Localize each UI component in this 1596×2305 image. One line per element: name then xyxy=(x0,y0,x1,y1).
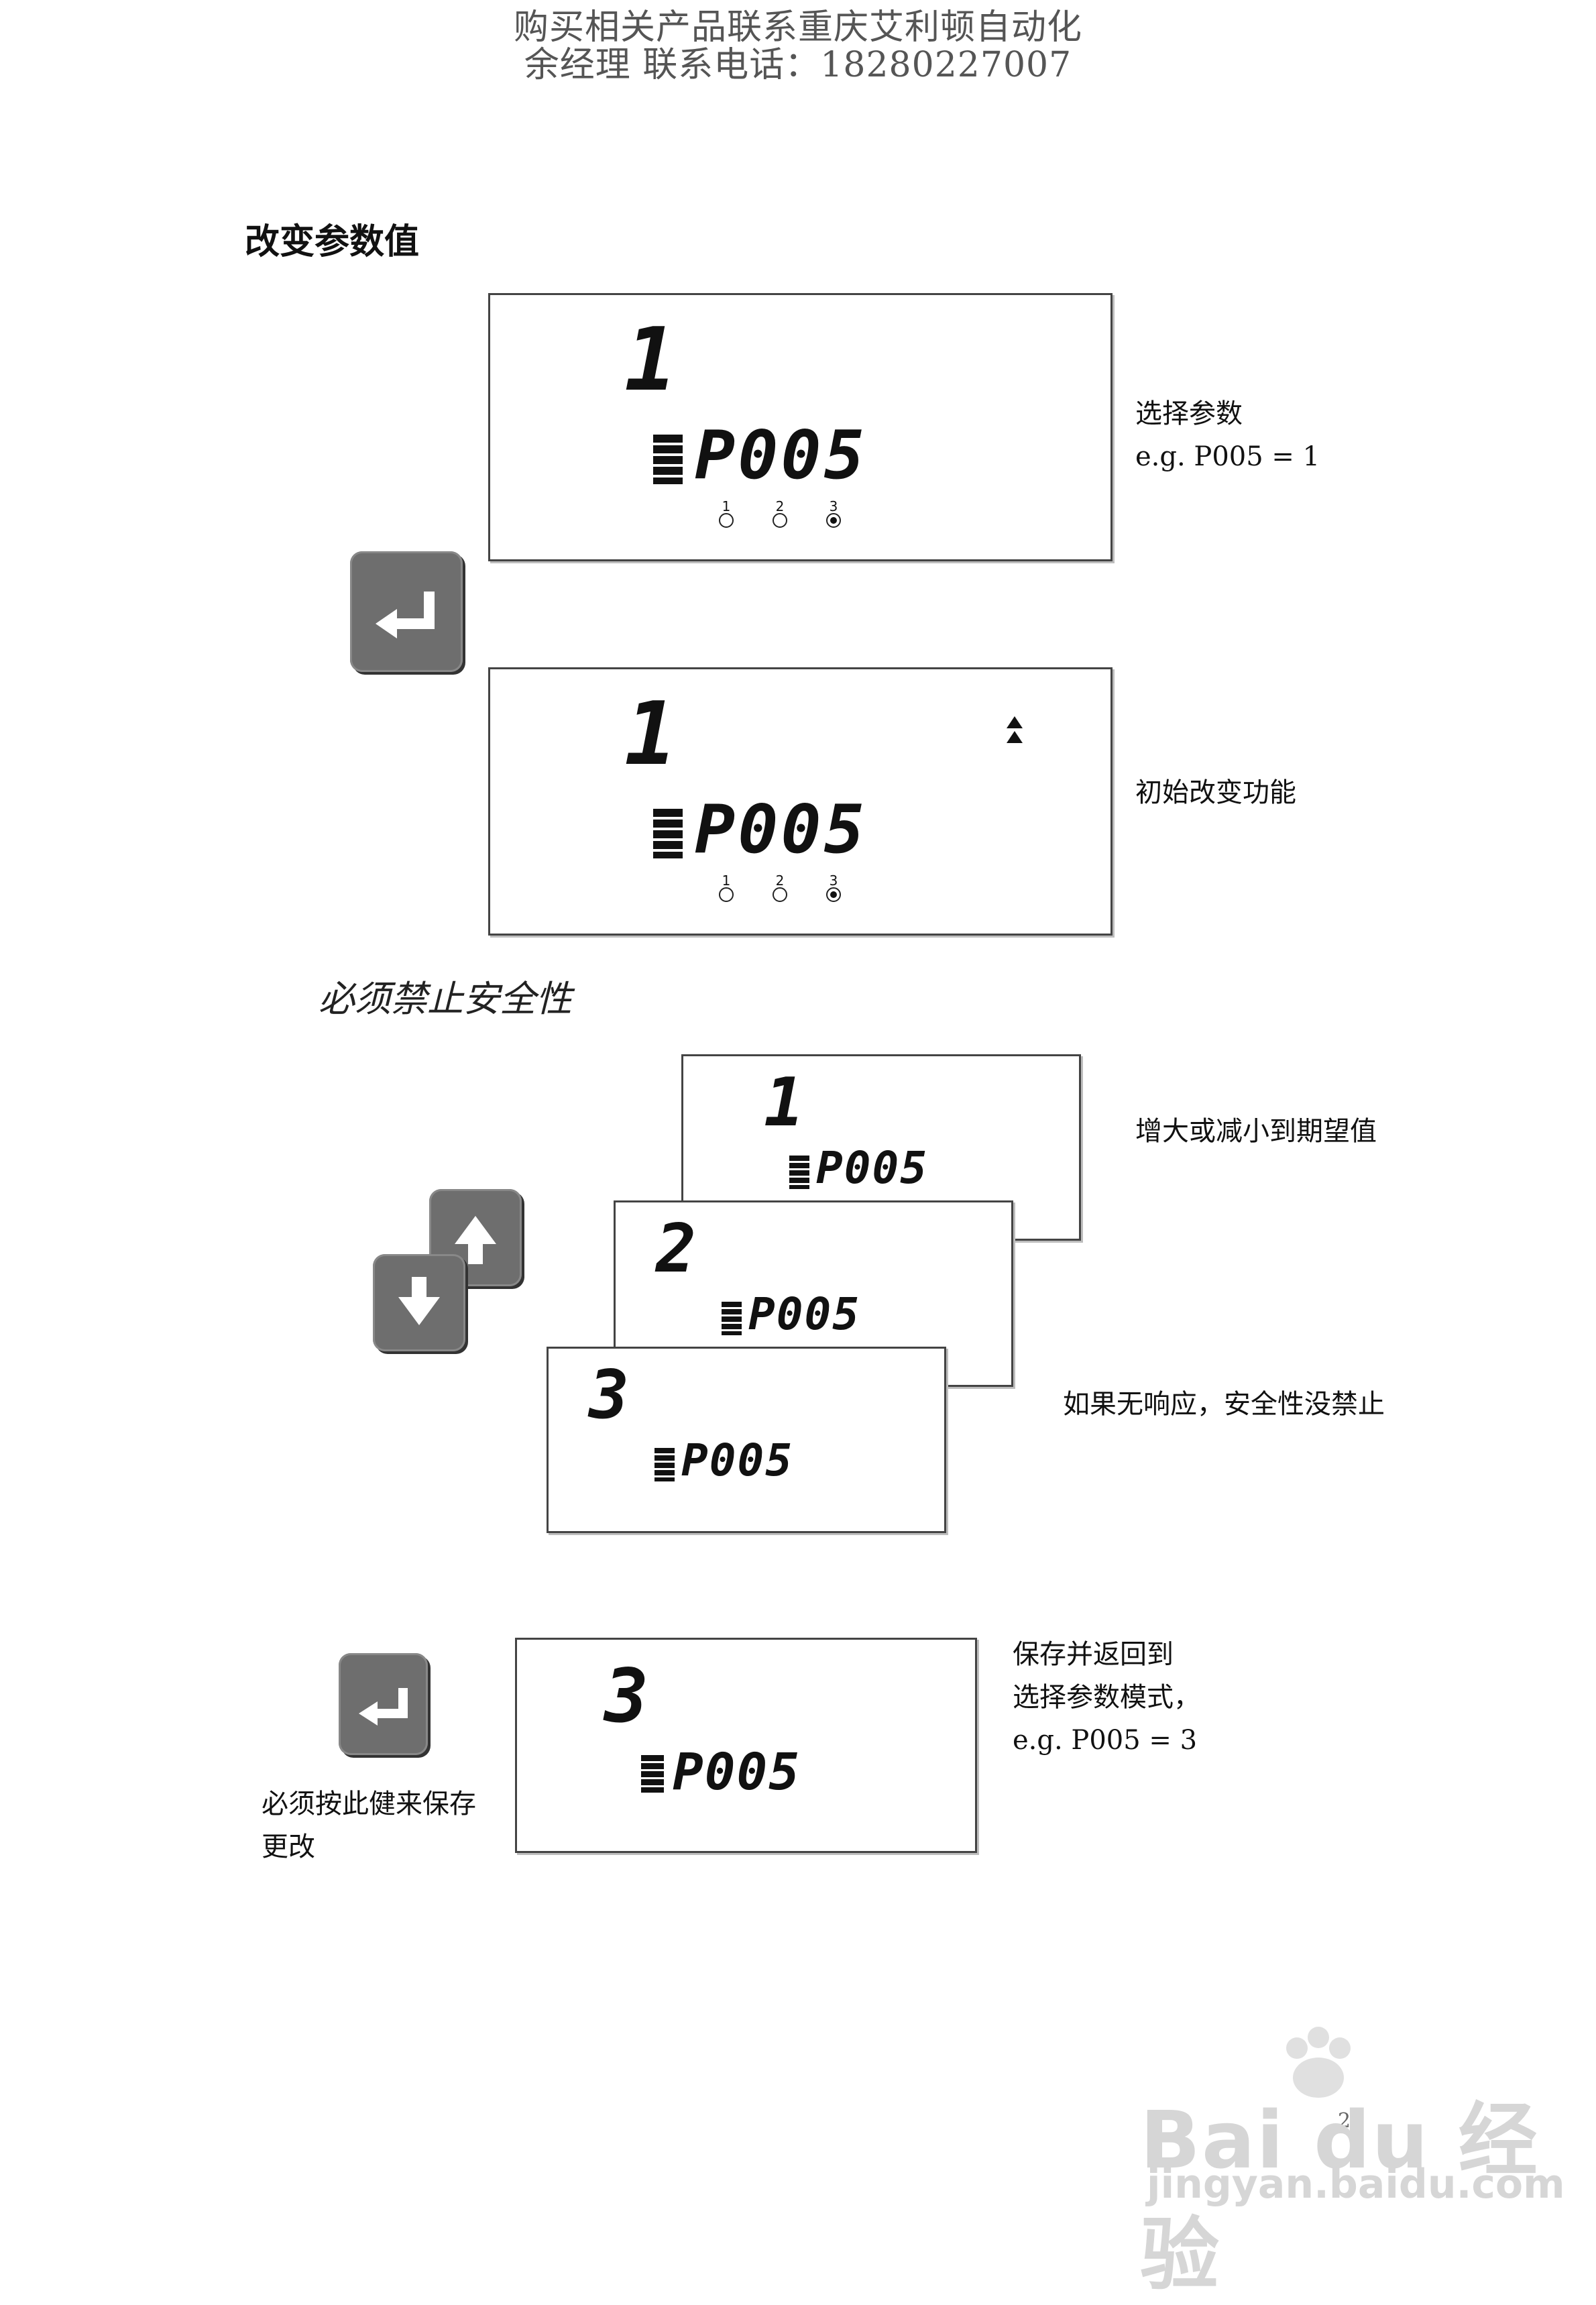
lcd-value: 2 xyxy=(656,1209,697,1288)
lcd-value: 3 xyxy=(589,1355,630,1434)
lcd-param: P005 xyxy=(748,1288,860,1340)
lcd-indicator-dots: 1 2 3 xyxy=(718,500,842,528)
baidu-paw-logo-icon xyxy=(1286,2027,1351,2098)
caption-save-return: 保存并返回到 选择参数模式， e.g. P005 = 3 xyxy=(1013,1639,1200,1756)
lcd-value: 1 xyxy=(624,683,677,785)
note-disable-security: 必须禁止安全性 xyxy=(319,978,572,1020)
lcd-block-icon xyxy=(789,1156,809,1189)
lcd-block-icon xyxy=(641,1755,664,1793)
header-line-2: 余经理 联系电话：18280227007 xyxy=(524,45,1072,85)
down-arrow-key-button[interactable] xyxy=(373,1254,465,1351)
lcd-block-icon xyxy=(653,809,683,858)
lcd-block-icon xyxy=(653,435,683,484)
lcd-panel-final: 3 P005 xyxy=(515,1638,977,1853)
lcd-block-icon xyxy=(722,1302,742,1335)
up-down-indicator-icon xyxy=(1007,716,1023,743)
enter-key-save-button[interactable] xyxy=(339,1653,428,1755)
lcd-indicator-dots: 1 2 3 xyxy=(718,874,842,902)
enter-key-button[interactable] xyxy=(350,551,463,672)
lcd-param: P005 xyxy=(816,1142,928,1194)
lcd-param: P005 xyxy=(681,1435,793,1486)
lcd-value: 1 xyxy=(624,308,677,410)
lcd-param: P005 xyxy=(695,416,867,494)
lcd-panel-1: 1 P005 1 2 3 xyxy=(488,293,1113,561)
down-arrow-key-icon xyxy=(398,1277,440,1325)
lcd-param: P005 xyxy=(695,790,867,868)
caption-press-to-save: 必须按此健来保存 更改 xyxy=(262,1789,476,1862)
caption-no-response: 如果无响应，安全性没禁止 xyxy=(1063,1389,1385,1420)
lcd-stack-panel-3: 3 P005 xyxy=(547,1347,946,1533)
lcd-block-icon xyxy=(654,1448,675,1481)
section-title: 改变参数值 xyxy=(245,222,420,262)
lcd-param: P005 xyxy=(673,1742,801,1801)
watermark-url: jingyan.baidu.com xyxy=(1147,2161,1565,2208)
page-number: 27 xyxy=(1338,2109,1364,2133)
lcd-panel-2: 1 P005 1 2 3 xyxy=(488,667,1113,936)
caption-increase-decrease: 增大或减小到期望值 xyxy=(1135,1116,1377,1147)
header-line-1: 购买相关产品联系重庆艾利顿自动化 xyxy=(513,7,1082,48)
lcd-value: 3 xyxy=(604,1653,649,1739)
caption-init-change: 初始改变功能 xyxy=(1135,777,1296,808)
lcd-value: 1 xyxy=(764,1063,805,1141)
up-arrow-key-icon xyxy=(455,1216,496,1264)
enter-key-icon xyxy=(376,592,435,638)
caption-select-param: 选择参数 e.g. P005 = 1 xyxy=(1135,398,1320,472)
enter-key-icon xyxy=(359,1688,408,1726)
